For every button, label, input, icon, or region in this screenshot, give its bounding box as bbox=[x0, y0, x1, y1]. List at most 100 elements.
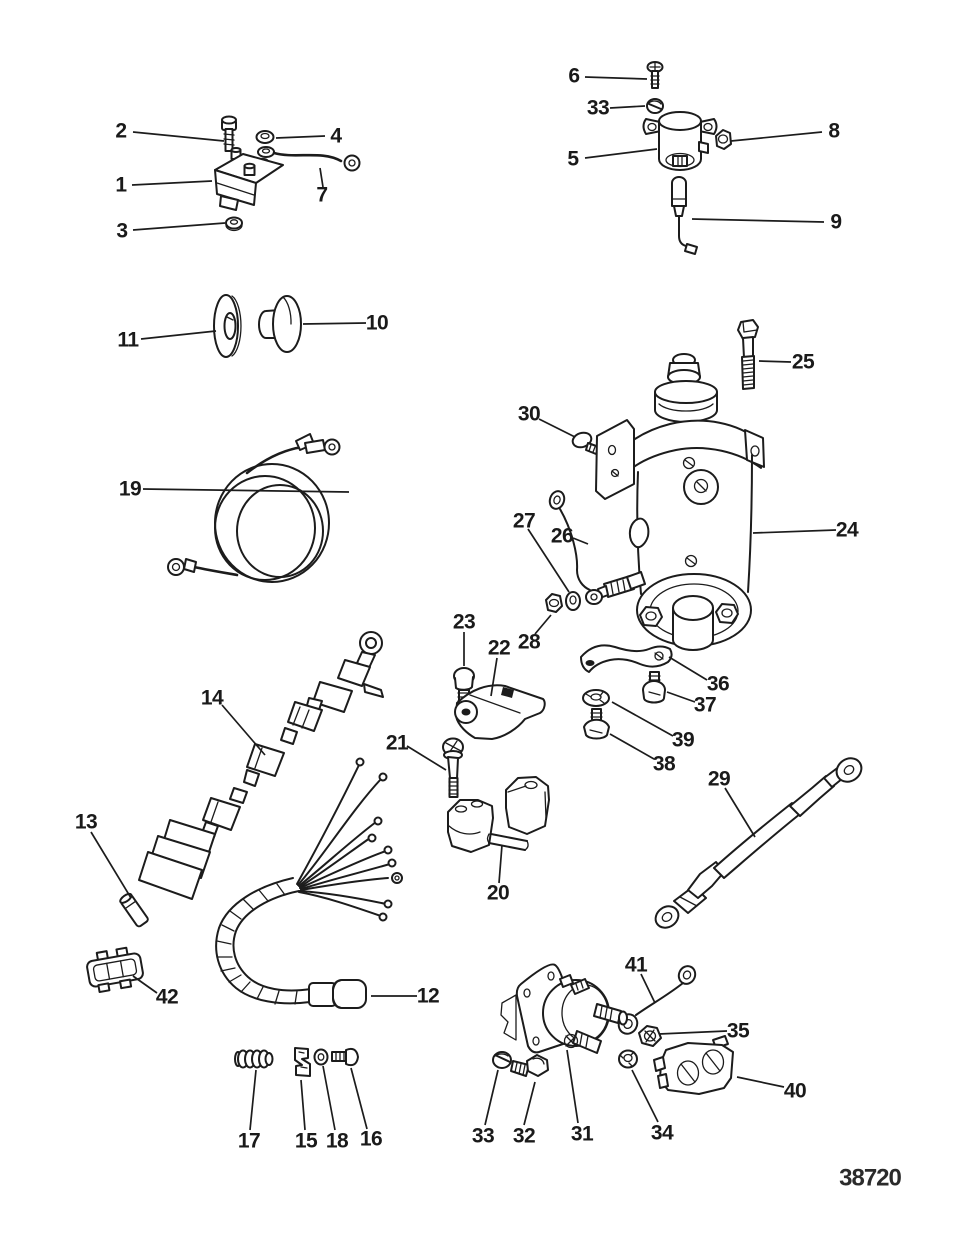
leader-line-28 bbox=[534, 614, 552, 635]
callout-39: 39 bbox=[672, 729, 694, 752]
part-32-bolt-graphic bbox=[510, 1054, 549, 1077]
callout-9: 9 bbox=[830, 211, 841, 234]
part-31-solenoid-graphic bbox=[500, 963, 628, 1054]
callout-21: 21 bbox=[386, 732, 409, 755]
part-9-plunger-graphic bbox=[671, 176, 698, 255]
leader-line-4 bbox=[275, 135, 326, 139]
callout-24: 24 bbox=[836, 519, 859, 542]
callout-38: 38 bbox=[653, 753, 676, 776]
leader-line-13 bbox=[90, 831, 132, 899]
part-28-nut-graphic bbox=[545, 593, 563, 613]
part-18-washer-graphic bbox=[313, 1048, 329, 1066]
leader-line-2 bbox=[132, 131, 225, 142]
leader-line-3 bbox=[132, 222, 226, 231]
leader-line-25 bbox=[758, 360, 792, 363]
callout-20: 20 bbox=[487, 882, 509, 905]
part-15-clip-graphic bbox=[294, 1047, 311, 1077]
part-1-terminal-block-graphic bbox=[214, 147, 284, 211]
leader-line-22 bbox=[490, 657, 498, 697]
leader-line-19 bbox=[142, 488, 350, 493]
callout-27: 27 bbox=[513, 510, 535, 533]
leader-line-40 bbox=[736, 1076, 785, 1088]
part-24-starter-motor-graphic bbox=[595, 353, 765, 651]
callout-29: 29 bbox=[708, 768, 730, 791]
callout-23: 23 bbox=[453, 611, 475, 634]
part-33-bottom-nut-graphic bbox=[492, 1051, 512, 1069]
leader-line-29 bbox=[724, 787, 756, 838]
callout-25: 25 bbox=[792, 351, 815, 374]
leader-line-27 bbox=[527, 528, 570, 593]
part-20-bracket-graphic bbox=[447, 776, 550, 853]
callout-7: 7 bbox=[316, 184, 327, 207]
part-11-washer-graphic bbox=[213, 294, 242, 358]
callout-35: 35 bbox=[727, 1020, 750, 1043]
leader-line-18 bbox=[322, 1065, 336, 1131]
part-8-nut-graphic bbox=[715, 129, 732, 150]
leader-line-31 bbox=[566, 1049, 579, 1124]
callout-19: 19 bbox=[119, 478, 141, 501]
leader-line-35 bbox=[658, 1030, 728, 1035]
part-22-bracket-plate-graphic bbox=[454, 684, 546, 740]
part-26-jumper-wire-graphic bbox=[548, 490, 603, 605]
callout-17: 17 bbox=[238, 1130, 260, 1153]
callout-22: 22 bbox=[488, 637, 510, 660]
part-13-pin-graphic bbox=[119, 892, 149, 928]
callout-31: 31 bbox=[571, 1123, 594, 1146]
part-25-bolt-graphic bbox=[737, 319, 759, 390]
leader-line-20 bbox=[498, 844, 503, 884]
callout-11: 11 bbox=[117, 329, 139, 352]
leader-line-16 bbox=[350, 1067, 368, 1130]
part-21-bolt-graphic bbox=[442, 737, 464, 798]
leader-line-26 bbox=[572, 537, 589, 545]
part-38-screw-graphic bbox=[583, 708, 610, 740]
callout-18: 18 bbox=[326, 1130, 349, 1153]
part-4-nut-graphic bbox=[255, 130, 275, 144]
callout-41: 41 bbox=[625, 954, 648, 977]
callout-4: 4 bbox=[330, 125, 342, 148]
part-5-solenoid-graphic bbox=[642, 111, 718, 171]
leader-line-7 bbox=[319, 167, 324, 188]
part-40-terminal-block-graphic bbox=[653, 1035, 734, 1095]
leader-line-10 bbox=[302, 322, 367, 325]
part-37-screw-graphic bbox=[642, 671, 666, 704]
part-29-cable-graphic bbox=[654, 757, 863, 929]
callout-10: 10 bbox=[366, 312, 388, 335]
callout-33: 33 bbox=[587, 97, 609, 120]
callout-33: 33 bbox=[472, 1125, 494, 1148]
callout-28: 28 bbox=[518, 631, 541, 654]
leader-line-5 bbox=[584, 148, 658, 159]
part-2-screw-graphic bbox=[221, 115, 237, 152]
leader-line-8 bbox=[730, 131, 823, 142]
figure-number: 38720 bbox=[839, 1165, 901, 1192]
leader-line-33 bbox=[484, 1069, 499, 1126]
part-3-nut-graphic bbox=[225, 216, 243, 232]
leader-line-32 bbox=[523, 1081, 536, 1126]
callout-40: 40 bbox=[784, 1080, 806, 1103]
leader-line-17 bbox=[249, 1069, 257, 1131]
part-34-washer-graphic bbox=[618, 1049, 638, 1069]
callout-42: 42 bbox=[156, 986, 178, 1009]
leader-line-33 bbox=[609, 105, 646, 109]
part-7-lead-wire-graphic bbox=[257, 146, 361, 172]
leader-line-36 bbox=[668, 656, 708, 681]
callout-6: 6 bbox=[568, 65, 579, 88]
leader-line-38 bbox=[609, 733, 655, 760]
part-33-top-nut-graphic bbox=[646, 98, 664, 114]
callout-13: 13 bbox=[75, 811, 97, 834]
leader-line-34 bbox=[631, 1069, 659, 1123]
callout-3: 3 bbox=[116, 220, 127, 243]
leader-line-39 bbox=[611, 701, 674, 737]
callout-8: 8 bbox=[828, 120, 840, 143]
callout-15: 15 bbox=[295, 1130, 318, 1153]
part-27-washer-graphic bbox=[565, 591, 581, 611]
callout-32: 32 bbox=[513, 1125, 535, 1148]
callout-34: 34 bbox=[651, 1122, 674, 1145]
callout-36: 36 bbox=[707, 673, 729, 696]
part-19-coiled-wire-graphic bbox=[167, 433, 341, 583]
leader-line-41 bbox=[640, 973, 656, 1004]
leader-line-37 bbox=[666, 691, 696, 703]
callout-26: 26 bbox=[551, 525, 573, 548]
leader-line-9 bbox=[691, 218, 825, 223]
callout-37: 37 bbox=[694, 694, 716, 717]
